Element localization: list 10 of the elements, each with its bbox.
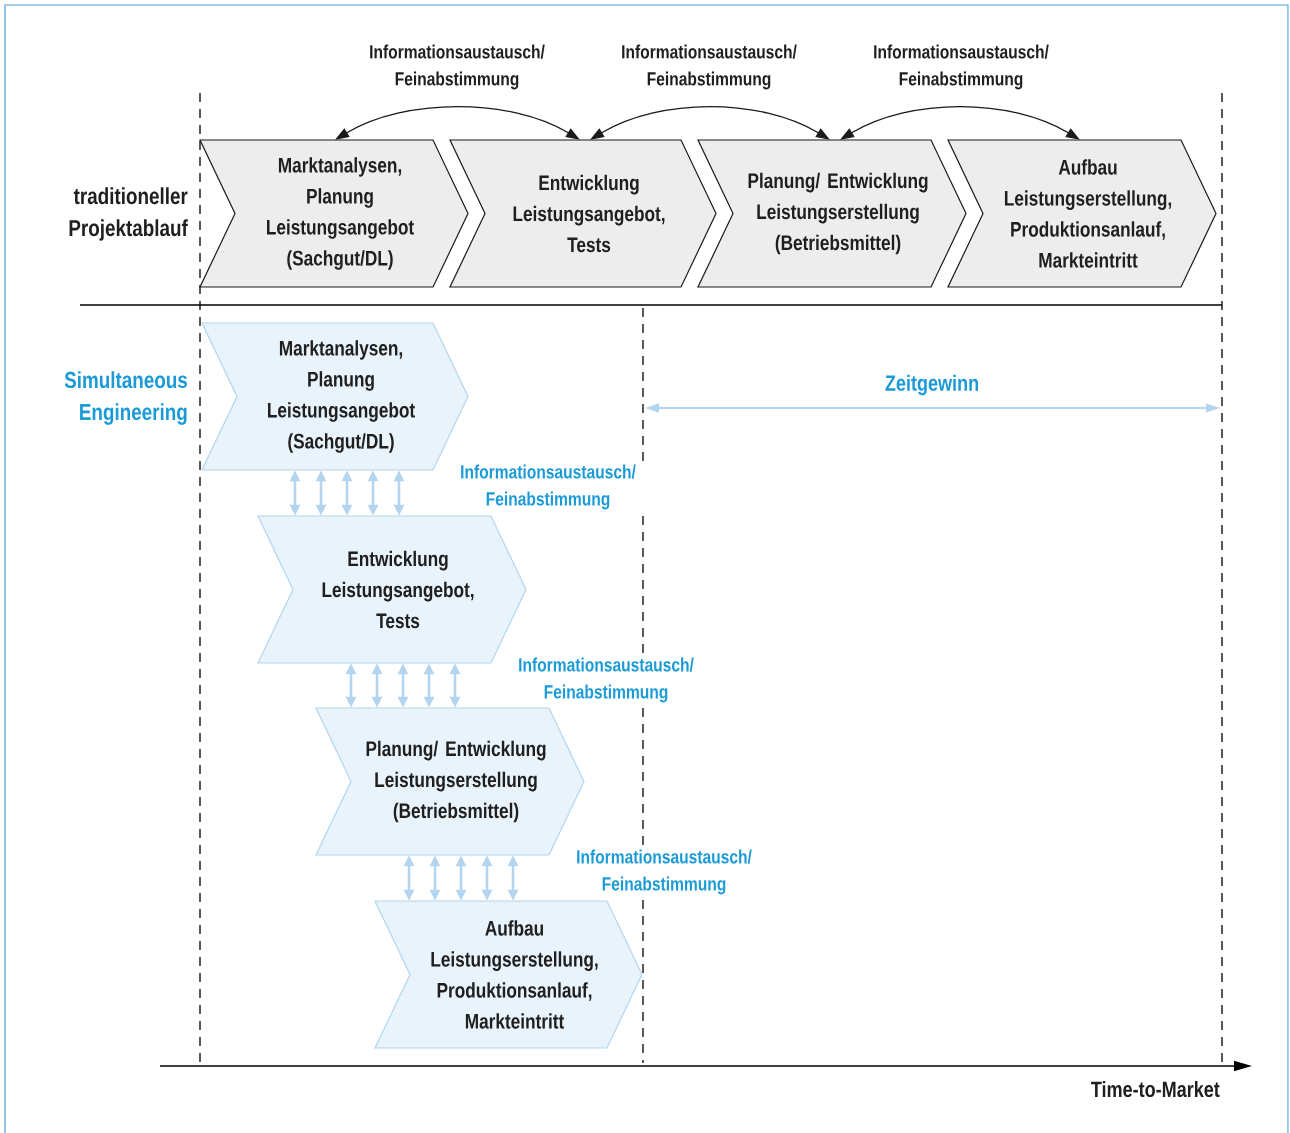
axis-label: Time-to-Market bbox=[1091, 1080, 1220, 1098]
edge-label: Informationsaustausch/ Feinabstimmung bbox=[874, 44, 1049, 90]
chevron-box: Aufbau Leistungserstellung, Produktionsanlauf, Markteintritt bbox=[374, 900, 643, 1049]
edge-label: Informationsaustausch/ Feinabstimmung bbox=[370, 44, 545, 90]
chevron-box: Marktanalysen, Planung Leistungsangebot (Sachgut/DL) bbox=[199, 139, 469, 288]
chevron-box: Entwicklung Leistungsangebot, Tests bbox=[449, 139, 717, 288]
edge-label: Informationsaustausch/ Feinabstimmung bbox=[622, 44, 797, 90]
gain-label: Zeitgewinn bbox=[885, 374, 978, 396]
chevron-box: Aufbau Leistungserstellung, Produktionsanlauf, Markteintritt bbox=[947, 139, 1217, 288]
chevron-box: Planung/ Entwicklung Leistungserstellung (Betriebsmittel) bbox=[697, 139, 967, 288]
